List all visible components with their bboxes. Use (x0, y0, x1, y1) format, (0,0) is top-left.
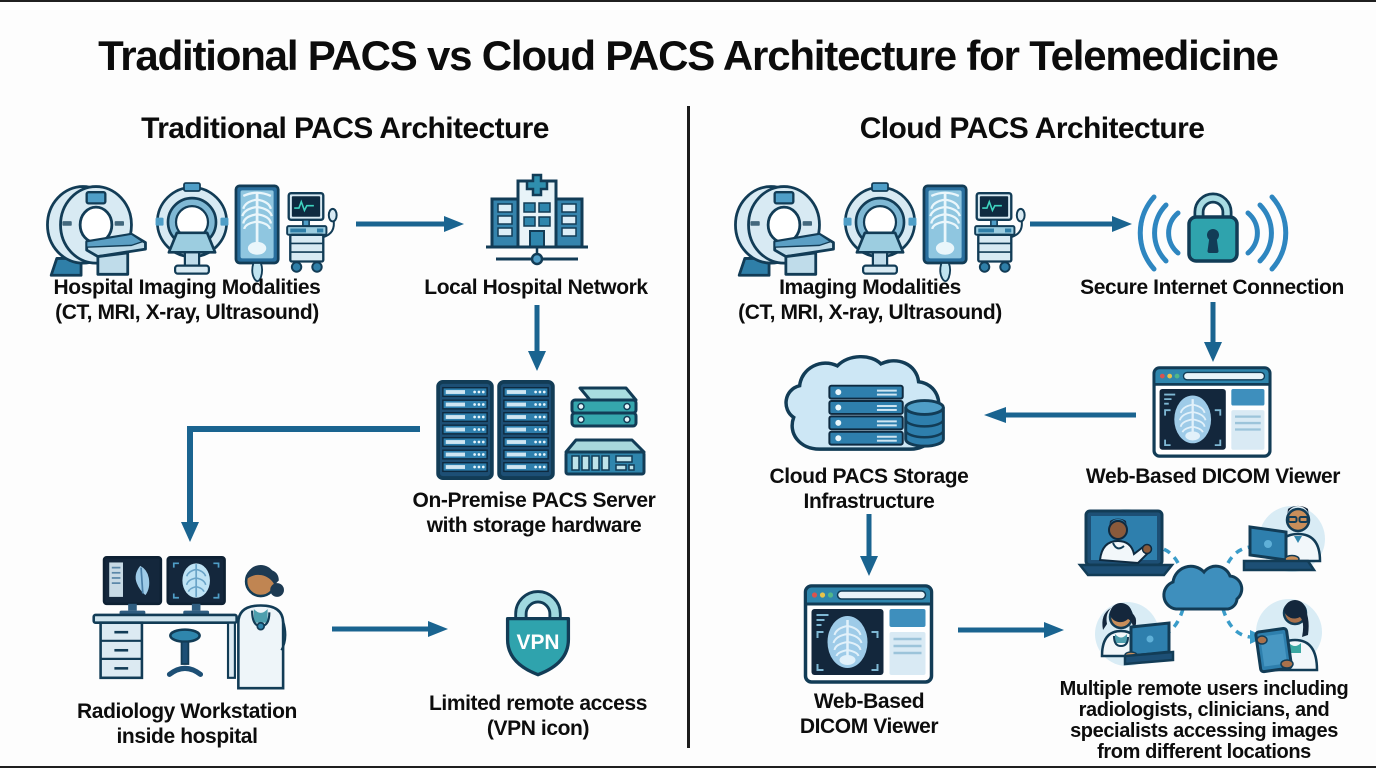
xray-film-icon (234, 184, 282, 285)
dicom-viewer-browser-icon (1152, 366, 1272, 458)
right-modalities-label-line1: Imaging Modalities (779, 276, 961, 299)
arrow-secure-to-viewer (1204, 302, 1222, 362)
ct-scanner-icon (728, 178, 840, 281)
arrow-viewer-to-cloud (984, 407, 1136, 423)
left-modalities-label-line1: Hospital Imaging Modalities (53, 276, 321, 299)
mri-scanner-icon (152, 182, 232, 280)
users-label-line4: from different locations (1097, 741, 1311, 763)
ct-scanner-icon (40, 178, 152, 281)
ultrasound-machine-icon (972, 182, 1027, 286)
users-label-line2: radiologists, clinicians, and (1078, 699, 1330, 721)
local-network-label: Local Hospital Network (424, 276, 648, 299)
viewer-bottom-label-line2: DICOM Viewer (799, 715, 939, 738)
arrow-viewer-to-users (958, 622, 1064, 638)
dicom-viewer-browser-icon (803, 584, 934, 684)
arrow-workstation-to-vpn (332, 621, 448, 637)
vpn-label-line2: (VPN icon) (486, 717, 590, 740)
viewer-bottom-label-line1: Web-Based (813, 690, 925, 713)
vpn-label-line1: Limited remote access (428, 692, 648, 715)
ultrasound-machine-icon (284, 182, 339, 286)
hospital-building-icon (486, 173, 588, 266)
arrow-network-to-server (528, 305, 546, 371)
arrow-modalities-to-network (356, 216, 464, 232)
server-rack-icon (497, 380, 555, 480)
mri-scanner-icon (840, 182, 920, 280)
remote-user-laptop-man-icon (1242, 505, 1325, 572)
remote-user-video-doctor-icon (1077, 509, 1175, 577)
remote-user-laptop-woman-icon (1095, 602, 1175, 666)
left-column-heading: Traditional PACS Architecture (141, 112, 549, 145)
users-label-line1: Multiple remote users including (1059, 678, 1349, 700)
arrow-cloud-to-viewer (860, 514, 878, 576)
arrow-server-to-workstation (181, 426, 420, 542)
vpn-shield-icon: VPN (505, 590, 571, 677)
workstation-label-line2: inside hospital (116, 725, 258, 748)
arrow-modalities-to-secure (1030, 216, 1132, 232)
left-modalities-label-line2: (CT, MRI, X-ray, Ultrasound) (55, 301, 319, 324)
cloud-label-line1: Cloud PACS Storage (769, 465, 969, 488)
column-divider (687, 106, 690, 748)
secure-connection-label: Secure Internet Connection (1080, 276, 1344, 299)
secure-connection-lock-icon (1137, 192, 1289, 272)
right-column-heading: Cloud PACS Architecture (859, 112, 1205, 145)
workstation-label-line1: Radiology Workstation (77, 700, 297, 723)
users-label-line3: specialists accessing images (1070, 720, 1338, 742)
share-cloud-icon (1162, 564, 1244, 611)
radiology-workstation-icon (92, 556, 287, 690)
server-rack-icon (436, 380, 494, 480)
remote-user-tablet-woman-icon (1254, 599, 1322, 674)
server-label-line1: On-Premise PACS Server (412, 489, 656, 512)
viewer-top-label: Web-Based DICOM Viewer (1085, 465, 1341, 488)
xray-film-icon (922, 184, 970, 285)
cloud-storage-icon (784, 354, 945, 451)
storage-hardware-icon (564, 386, 646, 476)
vpn-badge-text: VPN (517, 631, 560, 654)
server-label-line2: with storage hardware (426, 514, 642, 537)
right-modalities-label-line2: (CT, MRI, X-ray, Ultrasound) (738, 301, 1002, 324)
cloud-label-line2: Infrastructure (803, 490, 935, 513)
page-title: Traditional PACS vs Cloud PACS Architect… (98, 32, 1279, 79)
